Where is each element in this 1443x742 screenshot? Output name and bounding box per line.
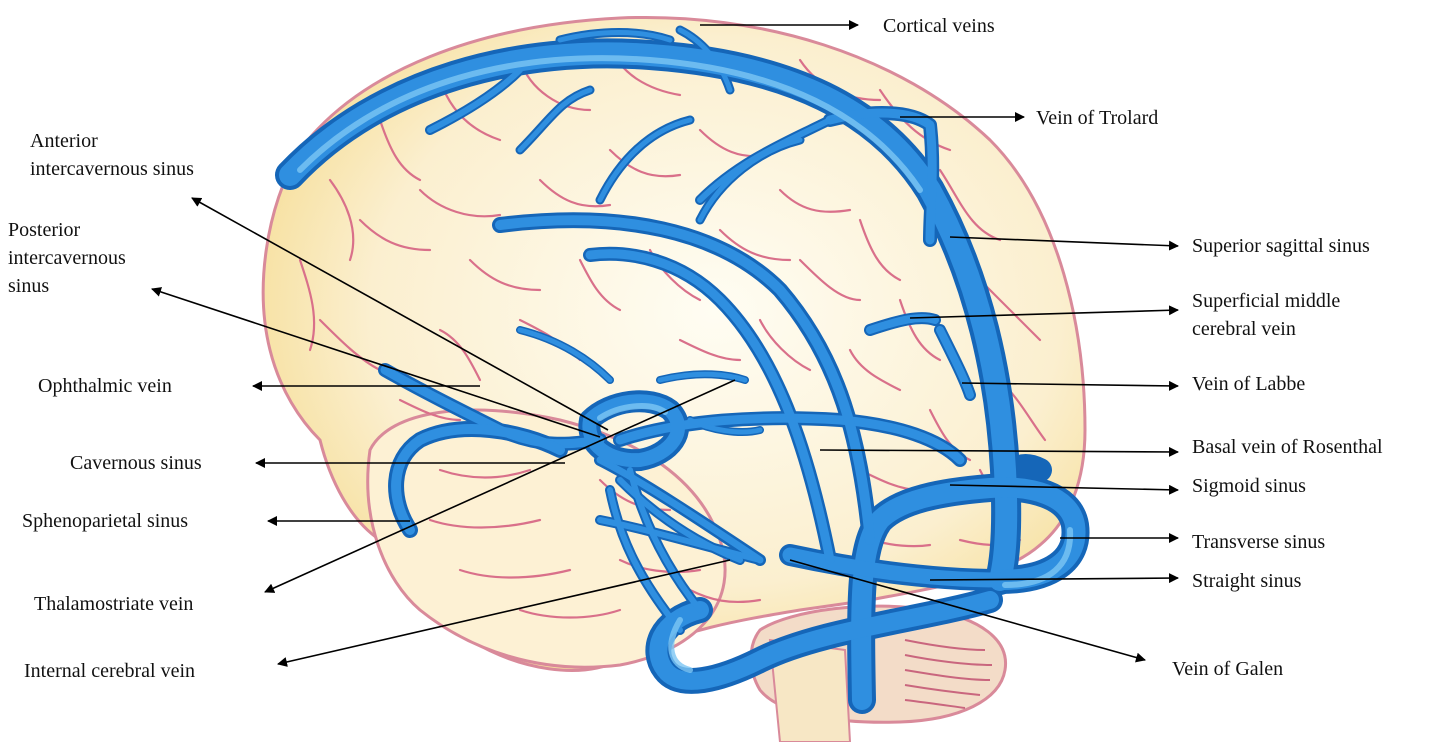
label-superior-sagittal-sinus: Superior sagittal sinus [1192,232,1370,260]
label-anterior-intercavernous-sinus: Anterior intercavernous sinus [30,127,194,183]
label-vein-of-labbe: Vein of Labbe [1192,370,1305,398]
label-internal-cerebral-vein: Internal cerebral vein [24,657,195,685]
label-ophthalmic-vein: Ophthalmic vein [38,372,172,400]
label-superficial-middle-cerebral-vein: Superficial middle cerebral vein [1192,287,1340,343]
label-thalamostriate-vein: Thalamostriate vein [34,590,193,618]
label-cortical-veins: Cortical veins [883,12,995,40]
label-basal-vein-of-rosenthal: Basal vein of Rosenthal [1192,433,1383,461]
label-sphenoparietal-sinus: Sphenoparietal sinus [22,507,188,535]
label-transverse-sinus: Transverse sinus [1192,528,1325,556]
label-line: intercavernous [8,244,126,272]
label-sigmoid-sinus: Sigmoid sinus [1192,472,1306,500]
label-cavernous-sinus: Cavernous sinus [70,449,202,477]
label-line: Anterior [30,127,194,155]
label-straight-sinus: Straight sinus [1192,567,1301,595]
label-posterior-intercavernous-sinus: Posterior intercavernous sinus [8,216,126,300]
label-line: Posterior [8,216,126,244]
label-line: Superficial middle [1192,287,1340,315]
label-line: intercavernous sinus [30,155,194,183]
label-line: sinus [8,272,126,300]
label-vein-of-trolard: Vein of Trolard [1036,104,1158,132]
label-vein-of-galen: Vein of Galen [1172,655,1283,683]
label-line: cerebral vein [1192,315,1340,343]
